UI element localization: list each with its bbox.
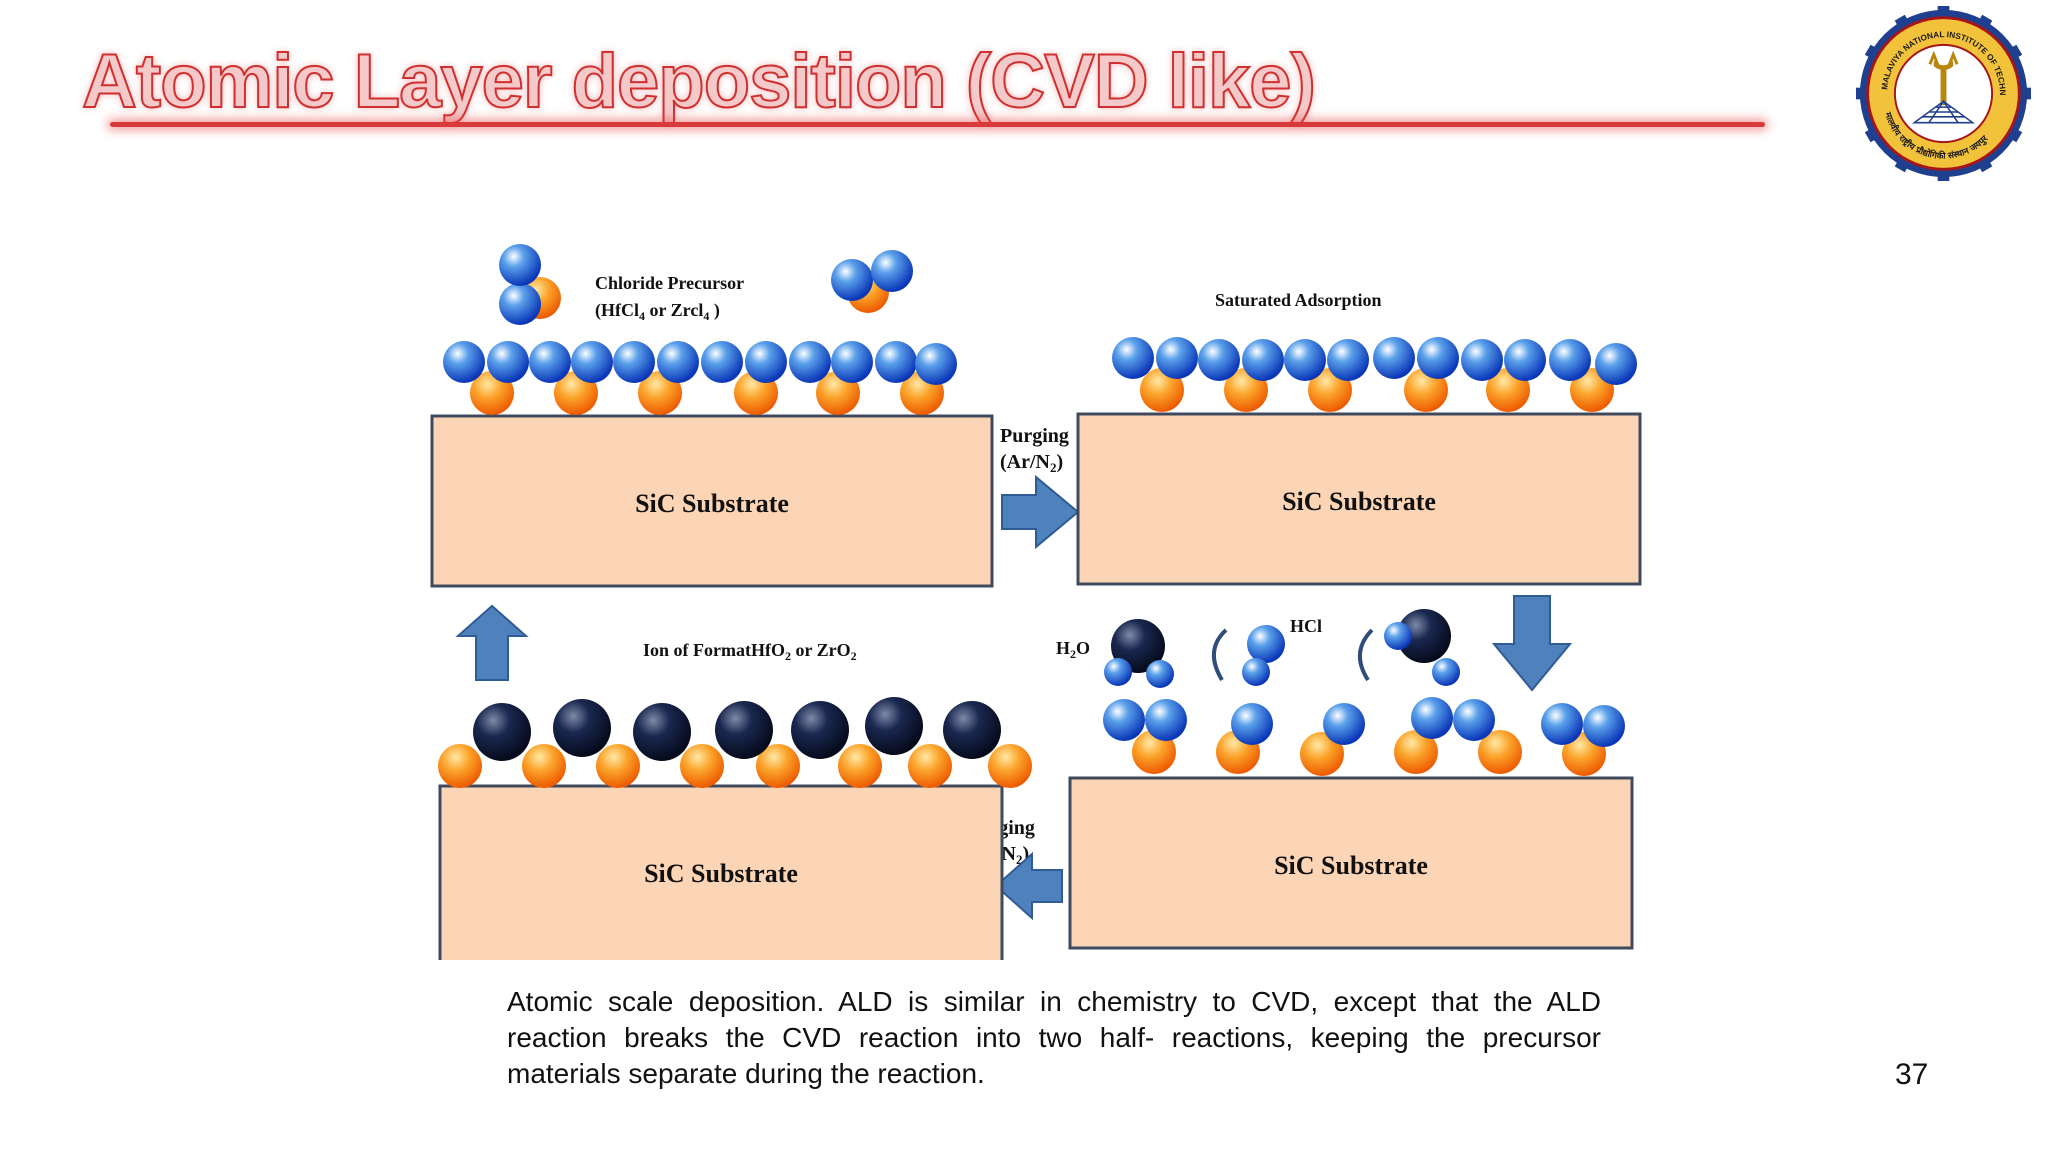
precursor-label-line2: (HfCl4 or Zrcl4 ) <box>595 300 720 323</box>
logo-torch-icon <box>1928 50 1959 106</box>
substrate-block <box>438 784 1004 960</box>
panel-water-pulse: SiC Substrate H2O HCl <box>1056 609 1634 950</box>
precursor-label-line1: Chloride Precursor <box>595 273 744 293</box>
slide-title: Atomic Layer deposition (CVD like) <box>81 38 1317 125</box>
down-arrow-icon <box>1491 595 1573 692</box>
stage-label: Saturated Adsorption <box>1215 290 1382 310</box>
water-molecule <box>1384 609 1460 686</box>
oxide-layer <box>438 697 1032 788</box>
substrate-block <box>1068 776 1634 950</box>
substrate-label: SiC Substrate <box>1274 851 1428 880</box>
ald-diagram: SiC Substrate Chloride Precursor (HfCl4 … <box>430 244 1642 960</box>
adsorbed-layer <box>1112 337 1637 412</box>
curved-arrow-icon <box>1212 628 1228 682</box>
up-arrow-icon <box>455 604 529 681</box>
precursor-label: Chloride Precursor (HfCl4 or Zrcl4 ) <box>595 273 744 323</box>
substrate-label: SiC Substrate <box>635 489 789 518</box>
byproduct-label: HCl <box>1290 616 1322 636</box>
panel-oxide-formation: SiC Substrate Ion of FormatHfO2 or ZrO2 <box>438 640 1032 960</box>
precursor-molecule <box>499 244 561 325</box>
purge-arrow-top: Purging (Ar/N2) <box>1000 425 1080 550</box>
right-arrow-icon <box>1001 474 1080 550</box>
purge-label-line1: Purging <box>1000 425 1069 447</box>
institute-logo: MALAVIYA NATIONAL INSTITUTE OF TECHNOLOG… <box>1856 6 2031 181</box>
hcl-molecule <box>1242 625 1285 686</box>
title-underline <box>110 122 1765 127</box>
logo-grid-icon <box>1911 99 1976 124</box>
surface-layer <box>1103 697 1625 776</box>
adsorbed-layer <box>443 341 957 415</box>
page-number: 37 <box>1895 1058 1929 1091</box>
curved-arrow-icon <box>1358 628 1374 682</box>
substrate-label: SiC Substrate <box>1282 487 1436 516</box>
left-arrow-icon <box>994 851 1063 921</box>
stage-label: Ion of FormatHfO2 or ZrO2 <box>643 640 857 663</box>
water-molecule <box>1104 619 1174 688</box>
water-label: H2O <box>1056 638 1090 661</box>
precursor-molecule <box>831 250 913 313</box>
substrate-block <box>1076 412 1642 586</box>
slide-caption: Atomic scale deposition. ALD is similar … <box>507 986 1601 1089</box>
substrate-label: SiC Substrate <box>644 859 798 888</box>
panel-saturated-adsorption: SiC Substrate Saturated Adsorption <box>1076 290 1642 586</box>
purge-label-line2: (Ar/N2) <box>1000 451 1063 475</box>
panel-precursor-pulse: SiC Substrate Chloride Precursor (HfCl4 … <box>430 244 994 588</box>
substrate-block <box>430 414 994 588</box>
